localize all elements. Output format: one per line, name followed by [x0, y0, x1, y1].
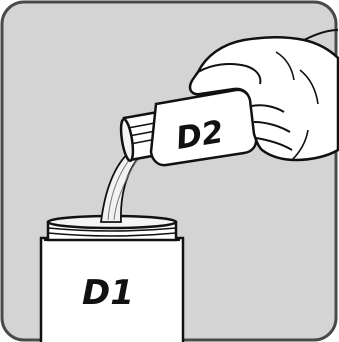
bottle-d1-label: D1: [82, 273, 134, 313]
bottle-d1: D1: [41, 216, 183, 342]
bottle-d2-label: D2: [174, 114, 226, 157]
